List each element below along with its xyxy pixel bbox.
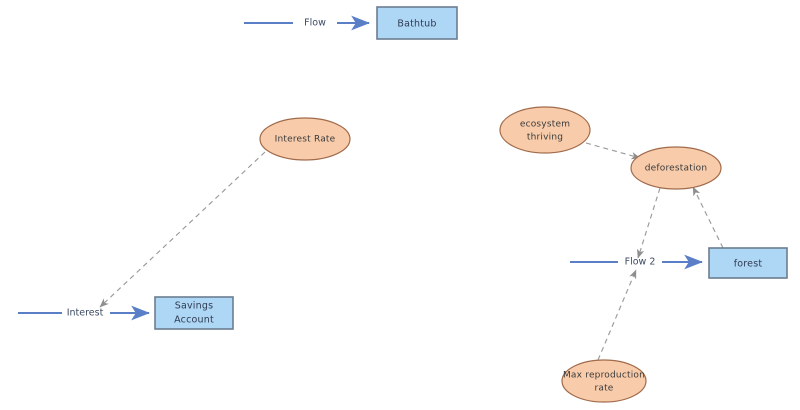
variable-max-reproduction-rate-shape[interactable] — [561, 359, 647, 403]
variable-interest-rate-label: Interest Rate — [275, 135, 336, 145]
link-interest-rate-to-interest-path — [99, 151, 266, 308]
link-maxrate-to-flow2-path — [597, 269, 637, 361]
flow-interest-label: Interest — [67, 308, 104, 319]
variable-ecosystem-thriving-shape[interactable] — [499, 106, 591, 154]
link-ecosystem-to-deforestation-path — [585, 142, 641, 160]
link-ecosystem-to-deforestation[interactable] — [585, 142, 641, 160]
stock-forest-shape[interactable] — [708, 247, 788, 279]
variable-deforestation-label: deforestation — [645, 164, 708, 174]
variable-max-reproduction-rate[interactable]: Max reproduction rate — [561, 359, 647, 403]
variable-max-reproduction-rate-label-line1: Max reproduction — [563, 371, 645, 381]
stock-bathtub-label: Bathtub — [397, 19, 436, 30]
flow-2-group[interactable]: Flow 2 — [570, 254, 704, 270]
link-maxrate-to-flow2[interactable] — [597, 269, 637, 361]
variable-ecosystem-thriving-label-line2: thriving — [527, 133, 563, 143]
flow-1-label: Flow — [304, 18, 326, 29]
stock-savings-account-label-line1: Savings — [175, 301, 214, 312]
variable-ecosystem-thriving[interactable]: ecosystem thriving — [499, 106, 591, 154]
stock-bathtub-shape[interactable] — [376, 6, 458, 40]
stock-forest-label: forest — [734, 259, 763, 270]
variable-max-reproduction-rate-label-line2: rate — [594, 384, 613, 394]
variable-interest-rate[interactable]: Interest Rate — [259, 117, 351, 161]
variable-ecosystem-thriving-label-line1: ecosystem — [520, 120, 570, 130]
stock-savings-account-label-line2: Account — [174, 315, 214, 326]
stock-savings-account[interactable]: Savings Account — [154, 296, 234, 330]
link-deforestation-to-flow2-path — [637, 187, 661, 259]
variable-deforestation-shape[interactable] — [630, 146, 722, 190]
flow-2-label: Flow 2 — [625, 257, 656, 268]
flow-1-group[interactable]: Flow — [244, 15, 371, 31]
stock-savings-account-shape[interactable] — [154, 296, 234, 330]
flow-interest-group[interactable]: Interest — [18, 305, 151, 321]
variable-interest-rate-shape[interactable] — [259, 117, 351, 161]
link-forest-to-deforestation[interactable] — [692, 186, 724, 249]
link-forest-to-deforestation-path — [692, 186, 724, 249]
variable-deforestation[interactable]: deforestation — [630, 146, 722, 190]
stock-bathtub[interactable]: Bathtub — [376, 6, 458, 40]
link-interest-rate-to-interest[interactable] — [99, 151, 266, 308]
stock-forest[interactable]: forest — [708, 247, 788, 279]
link-deforestation-to-flow2[interactable] — [637, 187, 661, 259]
